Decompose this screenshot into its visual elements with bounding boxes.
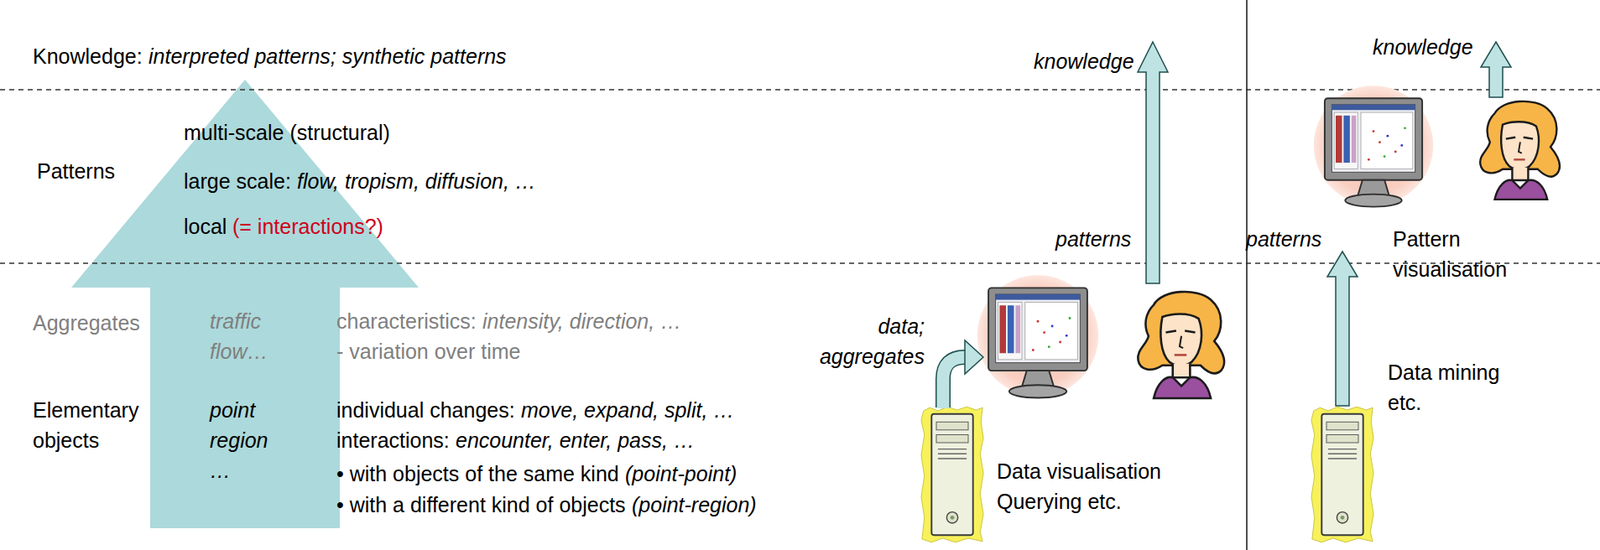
monitor-icon (1313, 85, 1434, 207)
pattern-examples: flow, tropism, diffusion, … (297, 166, 537, 197)
bullet-note: (point-point) (625, 458, 737, 490)
level-title: Aggregates (32, 307, 141, 339)
big-up-arrow (71, 79, 419, 529)
pattern-kind: large scale: (183, 166, 292, 197)
question-note: (= interactions?) (232, 211, 384, 242)
component-label: Pattern visualisation (1392, 224, 1532, 285)
flow-arrow (943, 357, 966, 409)
column-separator (1245, 0, 1248, 550)
characteristic-label: interactions: (336, 425, 450, 456)
bullet-note: (point-region) (631, 489, 757, 521)
flow-arrow (1137, 41, 1168, 284)
characteristic-examples: encounter, enter, pass, … (455, 425, 695, 456)
computer-icon (921, 406, 984, 543)
bullet-item: • with a different kind of objects (336, 489, 626, 521)
characteristic-examples: intensity, direction, … (482, 306, 682, 337)
pattern-kind: multi-scale (structural) (183, 117, 391, 148)
characteristic-examples: move, expand, split, … (521, 395, 735, 426)
level-title: Elementary objects (32, 395, 151, 456)
computer-icon (1311, 406, 1374, 543)
level-description: interpreted patterns; synthetic patterns (148, 41, 507, 72)
object-kind: traffic flow… (209, 306, 294, 367)
component-label: Data mining etc. (1387, 357, 1522, 418)
flow-arrow (1327, 251, 1358, 407)
analyst-icon (1480, 101, 1560, 200)
component-label: Data visualisation Querying etc. (996, 456, 1194, 517)
level-title: Knowledge: (32, 41, 143, 72)
monitor-icon (977, 275, 1099, 398)
analyst-icon (1137, 291, 1225, 399)
arrow-label: knowledge (1372, 31, 1474, 63)
flow-arrow (943, 357, 965, 408)
arrow-label: knowledge (1033, 46, 1135, 77)
arrow-label: patterns (1245, 224, 1322, 255)
arrow-label: data; aggregates (802, 311, 925, 372)
pattern-kind: local (183, 211, 227, 242)
characteristic-label: characteristics: (336, 306, 477, 337)
characteristic-label: individual changes: (336, 395, 516, 426)
object-kind: point region … (209, 395, 286, 486)
characteristic-label: - variation over time (336, 336, 522, 367)
arrow-label: patterns (1055, 224, 1131, 255)
level-divider (0, 262, 1600, 264)
bullet-item: • with objects of the same kind (336, 458, 620, 490)
level-title: Patterns (36, 156, 115, 187)
flow-arrow (964, 340, 984, 375)
flow-arrow (1480, 41, 1512, 98)
